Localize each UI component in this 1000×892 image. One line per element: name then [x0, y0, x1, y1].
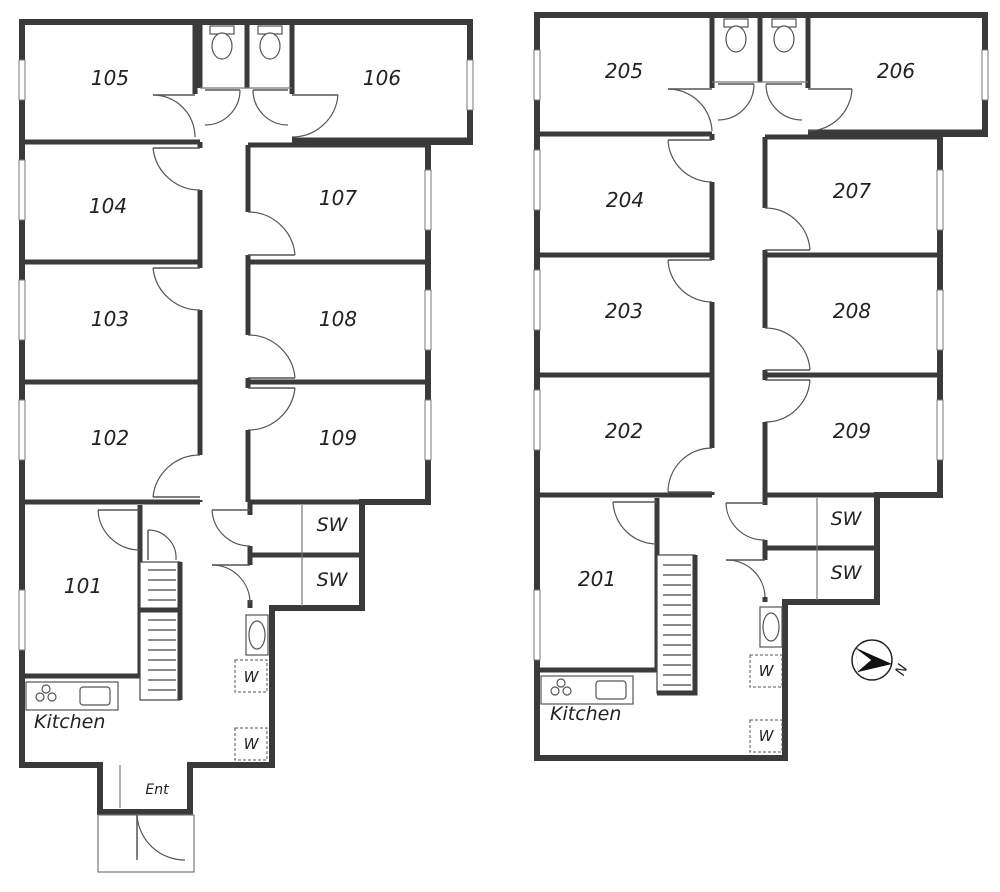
room-205-label: 205: [605, 59, 643, 83]
floor-1-entrance-porch: [97, 814, 195, 873]
floor-2-washer-upper-label: W: [759, 662, 775, 680]
floor-1-stairs: [139, 561, 181, 701]
floor-2: 205 206 204 207 203 208 202 209 201 SW S…: [533, 12, 989, 761]
room-102-label: 102: [91, 426, 129, 450]
room-105-label: 105: [91, 66, 129, 90]
room-203-label: 203: [605, 299, 643, 323]
floor-2-toilets: [723, 18, 797, 648]
room-209-label: 209: [833, 419, 871, 443]
floor-2-kitchen-label: Kitchen: [550, 703, 621, 725]
floor-1-sw-top-label: SW: [317, 514, 349, 536]
floor-1-sw-bottom-label: SW: [317, 569, 349, 591]
floor-2-kitchen-counter: [540, 675, 634, 705]
room-109-label: 109: [319, 426, 357, 450]
room-208-label: 208: [833, 299, 871, 323]
room-108-label: 108: [319, 307, 357, 331]
floor-2-sw-top-label: SW: [831, 508, 863, 530]
entrance-label: Ent: [145, 782, 169, 798]
floor-2-washer-lower-label: W: [759, 727, 775, 745]
room-101-label: 101: [64, 574, 102, 598]
floor-2-sw-bottom-label: SW: [831, 562, 863, 584]
floor-1-kitchen-label: Kitchen: [34, 711, 105, 733]
floor-1-washer-upper: [234, 659, 268, 693]
floor-1-washer-lower: [234, 727, 268, 761]
room-104-label: 104: [89, 194, 127, 218]
room-103-label: 103: [91, 307, 129, 331]
floor-1-kitchen-counter: [25, 681, 119, 711]
room-204-label: 204: [606, 188, 644, 212]
compass-north-label: N: [893, 661, 912, 678]
compass-icon: N: [851, 639, 912, 681]
room-207-label: 207: [833, 179, 871, 203]
floor-1-washer-lower-label: W: [244, 735, 260, 753]
floor-1: 105 106 104 107 103 108 102 109 101 SW S…: [18, 19, 474, 873]
floor-1-toilets: [209, 25, 283, 656]
floor-2-washer-upper: [749, 654, 783, 688]
room-107-label: 107: [319, 186, 357, 210]
floor-1-washer-upper-label: W: [244, 668, 260, 686]
room-201-label: 201: [578, 567, 616, 591]
floor-2-doors: [612, 83, 853, 598]
floor-2-washer-lower: [749, 719, 783, 753]
room-106-label: 106: [363, 66, 401, 90]
room-202-label: 202: [605, 419, 643, 443]
floor-1-doors: [97, 89, 339, 861]
floor-2-stairs: [656, 554, 696, 694]
room-206-label: 206: [877, 59, 915, 83]
